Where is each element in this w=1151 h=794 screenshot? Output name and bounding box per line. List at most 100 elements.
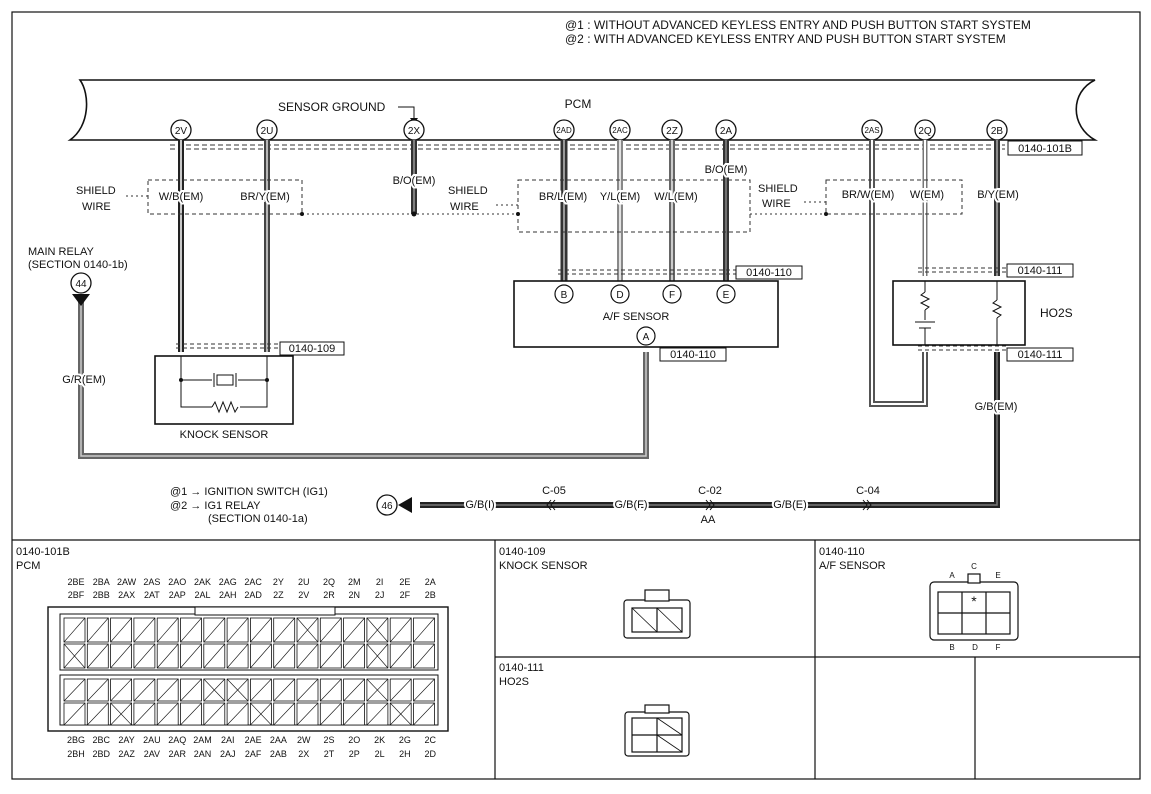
af-connector-face: [929, 573, 1019, 641]
segment-g-b-i: G/B(I): [465, 499, 494, 511]
pcm-pin-cell-mark: [63, 617, 86, 643]
terminal-2v: 2V: [175, 126, 188, 137]
pcm-pin-label: 2AG: [219, 577, 237, 587]
pcm-pin-label: 2G: [399, 735, 411, 745]
terminal-2x: 2X: [408, 126, 421, 137]
pcm-pin-label: 2BG: [67, 735, 85, 745]
main-relay-section: (SECTION 0140-1b): [28, 259, 128, 271]
pcm-pin-label: 2R: [323, 590, 335, 600]
pcm-pin-cell-mark: [87, 643, 109, 669]
pcm-pin-cell-mark: [343, 643, 365, 669]
pcm-pin-label: 2I: [376, 577, 384, 587]
knock-sensor-box: [154, 355, 294, 425]
pcm-pin-label: 2A: [425, 577, 436, 587]
pcm-pin-label: 2D: [424, 749, 436, 759]
pcm-pin-cell-mark: [226, 643, 249, 669]
pcm-pin-label: 2Y: [273, 577, 284, 587]
af-asterisk: *: [971, 593, 977, 609]
af-pin-a: A: [643, 332, 650, 343]
pcm-pin-label: 2U: [298, 577, 310, 587]
pcm-pin-cell-mark: [87, 617, 109, 643]
pcm-pin-label: 2AE: [245, 735, 262, 745]
pcm-pin-label: 2AV: [144, 749, 160, 759]
bottom-connector-marks: [546, 499, 872, 511]
pcm-pin-label: 2BF: [68, 590, 85, 600]
pcm-pin-label: 2B: [425, 590, 436, 600]
panel-frame: [11, 11, 1141, 780]
pcm-pin-cell-cross: [296, 617, 319, 643]
pcm-pin-cell-mark: [343, 617, 365, 643]
knock-connector-face: [623, 589, 691, 639]
pcm-pin-label: 2O: [348, 735, 360, 745]
wire-label-b-o-ground: B/O(EM): [393, 175, 436, 187]
pcm-pin-cell-mark: [63, 702, 86, 726]
switch-label-1: @1 → IGNITION SWITCH (IG1): [170, 486, 328, 498]
pcm-pin-cell-mark: [366, 702, 389, 726]
connector-0140-111-box-top: [1006, 263, 1074, 278]
shield-label-2a: SHIELD: [448, 185, 488, 197]
pcm-pin-cell-mark: [389, 678, 412, 702]
pcm-pin-cell-mark: [226, 702, 249, 726]
pcm-pin-label: 2AR: [168, 749, 186, 759]
pcm-pin-label: 2BC: [93, 735, 111, 745]
pcm-pin-label: 2AX: [118, 590, 135, 600]
pcm-pin-label: 2AT: [144, 590, 160, 600]
pcm-pin-label: 2H: [399, 749, 411, 759]
connector-0140-101b-box: [1007, 140, 1083, 156]
pcm-pin-label: 2AF: [245, 749, 262, 759]
wire-group: [78, 140, 1000, 508]
pcm-pin-cell-mark: [133, 643, 156, 669]
shield-label-3b: WIRE: [762, 198, 791, 210]
af-pin-f: F: [669, 290, 675, 301]
pcm-pin-label: 2T: [324, 749, 335, 759]
pcm-pin-label: 2AP: [169, 590, 186, 600]
pcm-pin-cell-mark: [343, 702, 365, 726]
pcm-pin-label: 2BA: [93, 577, 110, 587]
pcm-pin-cell-cross: [389, 702, 412, 726]
switch-label-3: (SECTION 0140-1a): [208, 513, 308, 525]
ho2s-connector-marks: [918, 267, 1007, 351]
panel-knock-name: KNOCK SENSOR: [499, 560, 588, 572]
pcm-pin-cell-mark: [320, 702, 342, 726]
pcm-pin-label: 2AB: [270, 749, 287, 759]
pcm-pin-cell-mark: [389, 643, 412, 669]
pcm-pin-label: 2J: [375, 590, 385, 600]
pcm-pin-label: 2AS: [143, 577, 160, 587]
wire-label-w-b: W/B(EM): [159, 191, 204, 203]
connector-0140-110-top: 0140-110: [746, 267, 792, 279]
sensor-ground-label: SENSOR GROUND: [278, 100, 386, 114]
pcm-pin-cell-mark: [250, 643, 272, 669]
wire-label-y-l: Y/L(EM): [600, 191, 640, 203]
panel-af-code: 0140-110: [819, 546, 865, 558]
main-relay-node-number: 44: [75, 279, 87, 290]
pcm-pin-cell-mark: [413, 702, 435, 726]
terminal-2u: 2U: [261, 126, 274, 137]
pcm-pin-cell-mark: [180, 617, 202, 643]
ho2s-label: HO2S: [1040, 306, 1073, 320]
pcm-pin-cell-mark: [203, 617, 226, 643]
pcm-pin-label: 2V: [298, 590, 309, 600]
switch-label-2: @2 → IG1 RELAY: [170, 500, 261, 512]
af-panel-pin-f: F: [996, 643, 1001, 652]
pcm-pin-label: 2P: [349, 749, 360, 759]
connector-0140-110-box-top: [735, 265, 803, 280]
pcm-pin-cell-mark: [87, 678, 109, 702]
shield-label-1a: SHIELD: [76, 185, 116, 197]
sensor-ground-arrow: [398, 106, 415, 120]
pcm-pin-label: 2BH: [67, 749, 85, 759]
note-1: @1 : WITHOUT ADVANCED KEYLESS ENTRY AND …: [565, 18, 1031, 32]
pcm-pin-cell-mark: [133, 702, 156, 726]
pcm-pin-cell-cross: [203, 678, 226, 702]
panel-ho2s-name: HO2S: [499, 676, 529, 688]
pcm-pin-label: 2AD: [244, 590, 262, 600]
ho2s-box: [892, 280, 1026, 346]
pcm-pin-cell-mark: [110, 643, 132, 669]
pcm-pin-label: 2BB: [93, 590, 110, 600]
knock-sensor-internal: [180, 356, 268, 414]
pcm-pin-label: 2AO: [168, 577, 186, 587]
pcm-pin-label: 2W: [297, 735, 311, 745]
pcm-pin-cell-cross: [226, 678, 249, 702]
pcm-pin-cell-mark: [273, 643, 295, 669]
connector-0140-111-box-bottom: [1006, 347, 1074, 362]
